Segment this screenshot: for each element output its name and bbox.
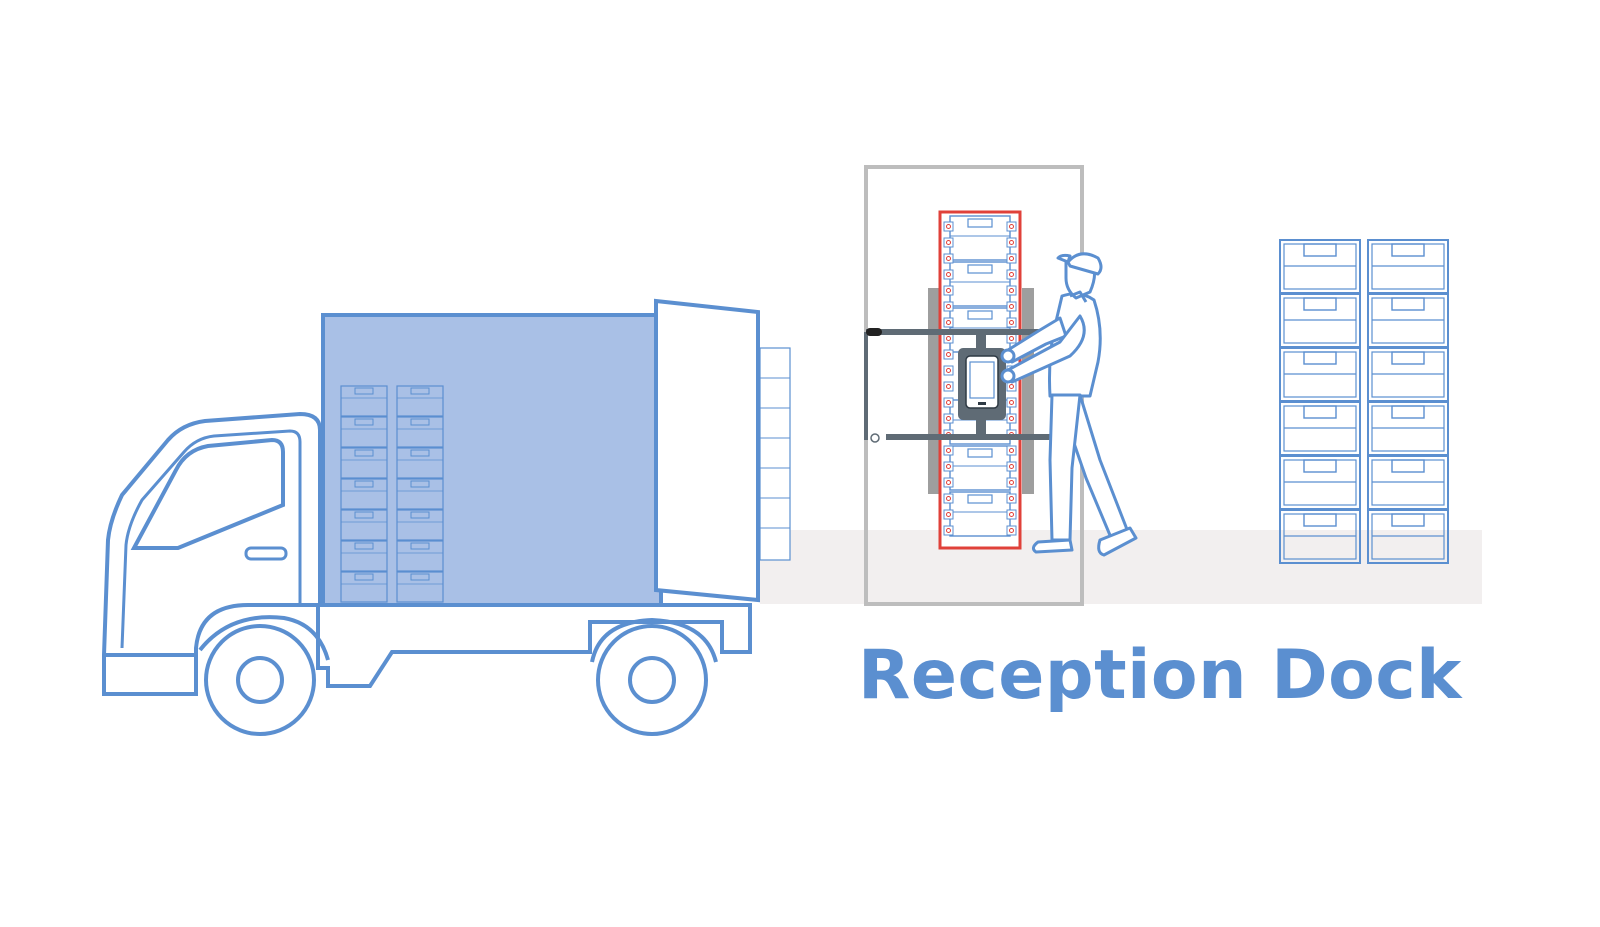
worker-icon [1000,252,1138,557]
unloaded-crates [759,347,791,561]
truck-chassis [316,603,752,688]
rear-wheel [590,617,718,736]
crate-stack-icon [1279,239,1449,564]
door-handle [244,546,288,561]
cab-window [130,437,285,550]
truck-icon [102,298,791,736]
mobile-device-icon [958,334,1006,434]
reception-dock-title: Reception Dock [858,636,1462,715]
front-wheel [198,615,330,736]
rear-door [654,298,760,603]
